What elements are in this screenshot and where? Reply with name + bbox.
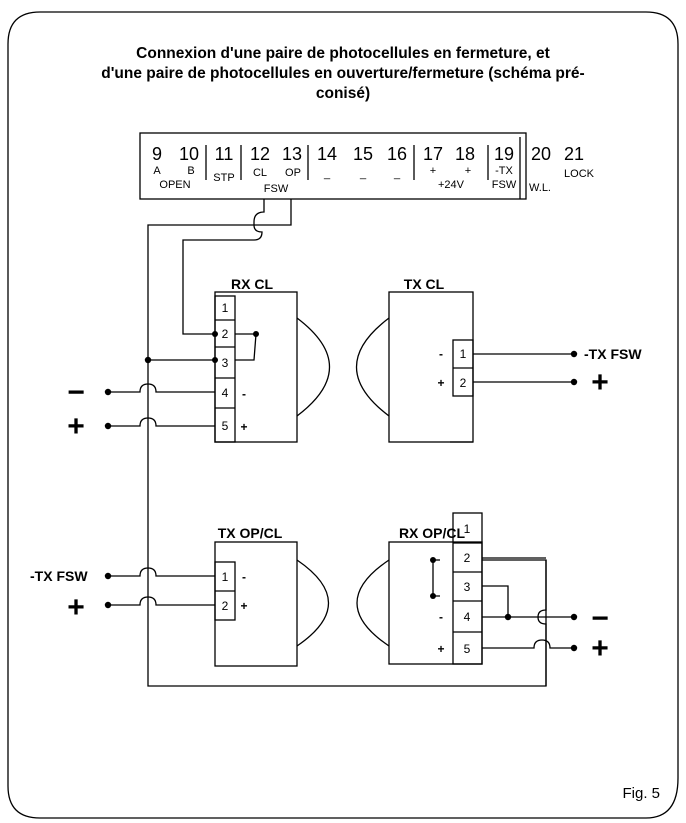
terminal-13: 13 — [282, 144, 302, 164]
tx-cl-label: TX CL — [404, 276, 445, 292]
tx-opcl-label: TX OP/CL — [218, 525, 283, 541]
rx-opcl-label: RX OP/CL — [399, 525, 466, 541]
supply-plus-tx-cl: + — [591, 366, 609, 399]
terminal-sub-15: _ — [359, 168, 367, 180]
tx-fsw-label-right: -TX FSW — [584, 346, 642, 362]
rx-opcl-pin-5: 5 — [464, 642, 471, 656]
rx-opcl-pin-2: 2 — [464, 551, 471, 565]
tx-opcl-pin-1: 1 — [222, 570, 229, 584]
terminal-sub-op: OP — [285, 167, 301, 179]
terminal-sub-tx: -TX — [495, 165, 513, 177]
tx-cl-minus: - — [439, 347, 443, 361]
supply-plus-right: + — [591, 632, 609, 665]
supply-minus-left: − — [67, 376, 85, 409]
supply-plus-tx-opcl: + — [67, 591, 85, 624]
rx-cl-plus: + — [240, 420, 247, 434]
terminal-15: 15 — [353, 144, 373, 164]
terminal-11: 11 — [215, 144, 234, 164]
rx-opcl-pin-4: 4 — [464, 610, 471, 624]
wiring — [108, 199, 574, 687]
rx-opcl-device: RX OP/CL 1 2 3 4 5 - + — [356, 512, 483, 665]
tx-opcl-device: TX OP/CL 1 2 - + — [214, 525, 330, 667]
rx-cl-pin-2: 2 — [222, 327, 229, 341]
diagram-title-line3: conisé) — [316, 85, 370, 102]
supply-plus-left: + — [67, 410, 85, 443]
rx-cl-pin-1: 1 — [222, 301, 229, 315]
tx-opcl-plus: + — [240, 599, 247, 613]
diagram-title-line1: Connexion d'une paire de photocellules e… — [136, 45, 550, 62]
terminal-sub-wl: W.L. — [529, 182, 551, 194]
terminal-sub-18: + — [465, 165, 471, 177]
terminal-sub-24v: +24V — [438, 179, 465, 191]
terminal-18: 18 — [455, 144, 475, 164]
tx-cl-plus: + — [437, 376, 444, 390]
rx-opcl-pin-3: 3 — [464, 580, 471, 594]
tx-cl-device: TX CL 1 2 - + — [355, 276, 474, 443]
figure-label: Fig. 5 — [622, 785, 660, 802]
terminal-sub-cl: CL — [253, 167, 267, 179]
terminal-sub-a: A — [153, 165, 161, 177]
tx-cl-pin-2: 2 — [460, 376, 467, 390]
terminal-sub-stp: STP — [213, 172, 234, 184]
terminal-10: 10 — [179, 144, 199, 164]
terminal-14: 14 — [317, 144, 337, 164]
terminal-sub-tx-fsw: FSW — [492, 179, 517, 191]
diagram-title-line2: d'une paire de photocellules en ouvertur… — [101, 65, 584, 82]
tx-opcl-pin-2: 2 — [222, 599, 229, 613]
rx-cl-pin-3: 3 — [222, 356, 229, 370]
rx-cl-label: RX CL — [231, 276, 273, 292]
rx-cl-device: RX CL 1 2 3 4 5 - + — [214, 276, 331, 443]
rx-cl-pin-4: 4 — [222, 386, 229, 400]
terminal-block: 9 10 11 12 13 14 15 16 17 18 19 20 21 A … — [139, 132, 595, 200]
rx-opcl-plus: + — [437, 642, 444, 656]
terminal-sub-open: OPEN — [159, 179, 190, 191]
terminal-9: 9 — [152, 144, 162, 164]
rx-opcl-pin-1: 1 — [464, 522, 471, 536]
terminal-19: 19 — [494, 144, 514, 164]
terminal-17: 17 — [423, 144, 443, 164]
terminal-sub-fsw: FSW — [264, 183, 289, 195]
terminal-20: 20 — [531, 144, 551, 164]
terminal-sub-b: B — [187, 165, 194, 177]
terminal-sub-16: _ — [393, 168, 401, 180]
terminal-sub-lock: LOCK — [564, 168, 595, 180]
terminal-16: 16 — [387, 144, 407, 164]
tx-opcl-minus: - — [242, 570, 246, 584]
rx-cl-minus: - — [242, 387, 246, 401]
rx-cl-pin-5: 5 — [222, 419, 229, 433]
tx-cl-pin-1: 1 — [460, 347, 467, 361]
junction-dots — [104, 331, 578, 652]
rx-opcl-minus: - — [439, 610, 443, 624]
supply-minus-right: − — [591, 602, 609, 635]
terminal-sub-17: + — [430, 165, 436, 177]
tx-fsw-label-left: -TX FSW — [30, 568, 88, 584]
terminal-12: 12 — [250, 144, 270, 164]
figure-frame — [7, 11, 679, 819]
terminal-sub-14: _ — [323, 168, 331, 180]
terminal-21: 21 — [564, 144, 584, 164]
